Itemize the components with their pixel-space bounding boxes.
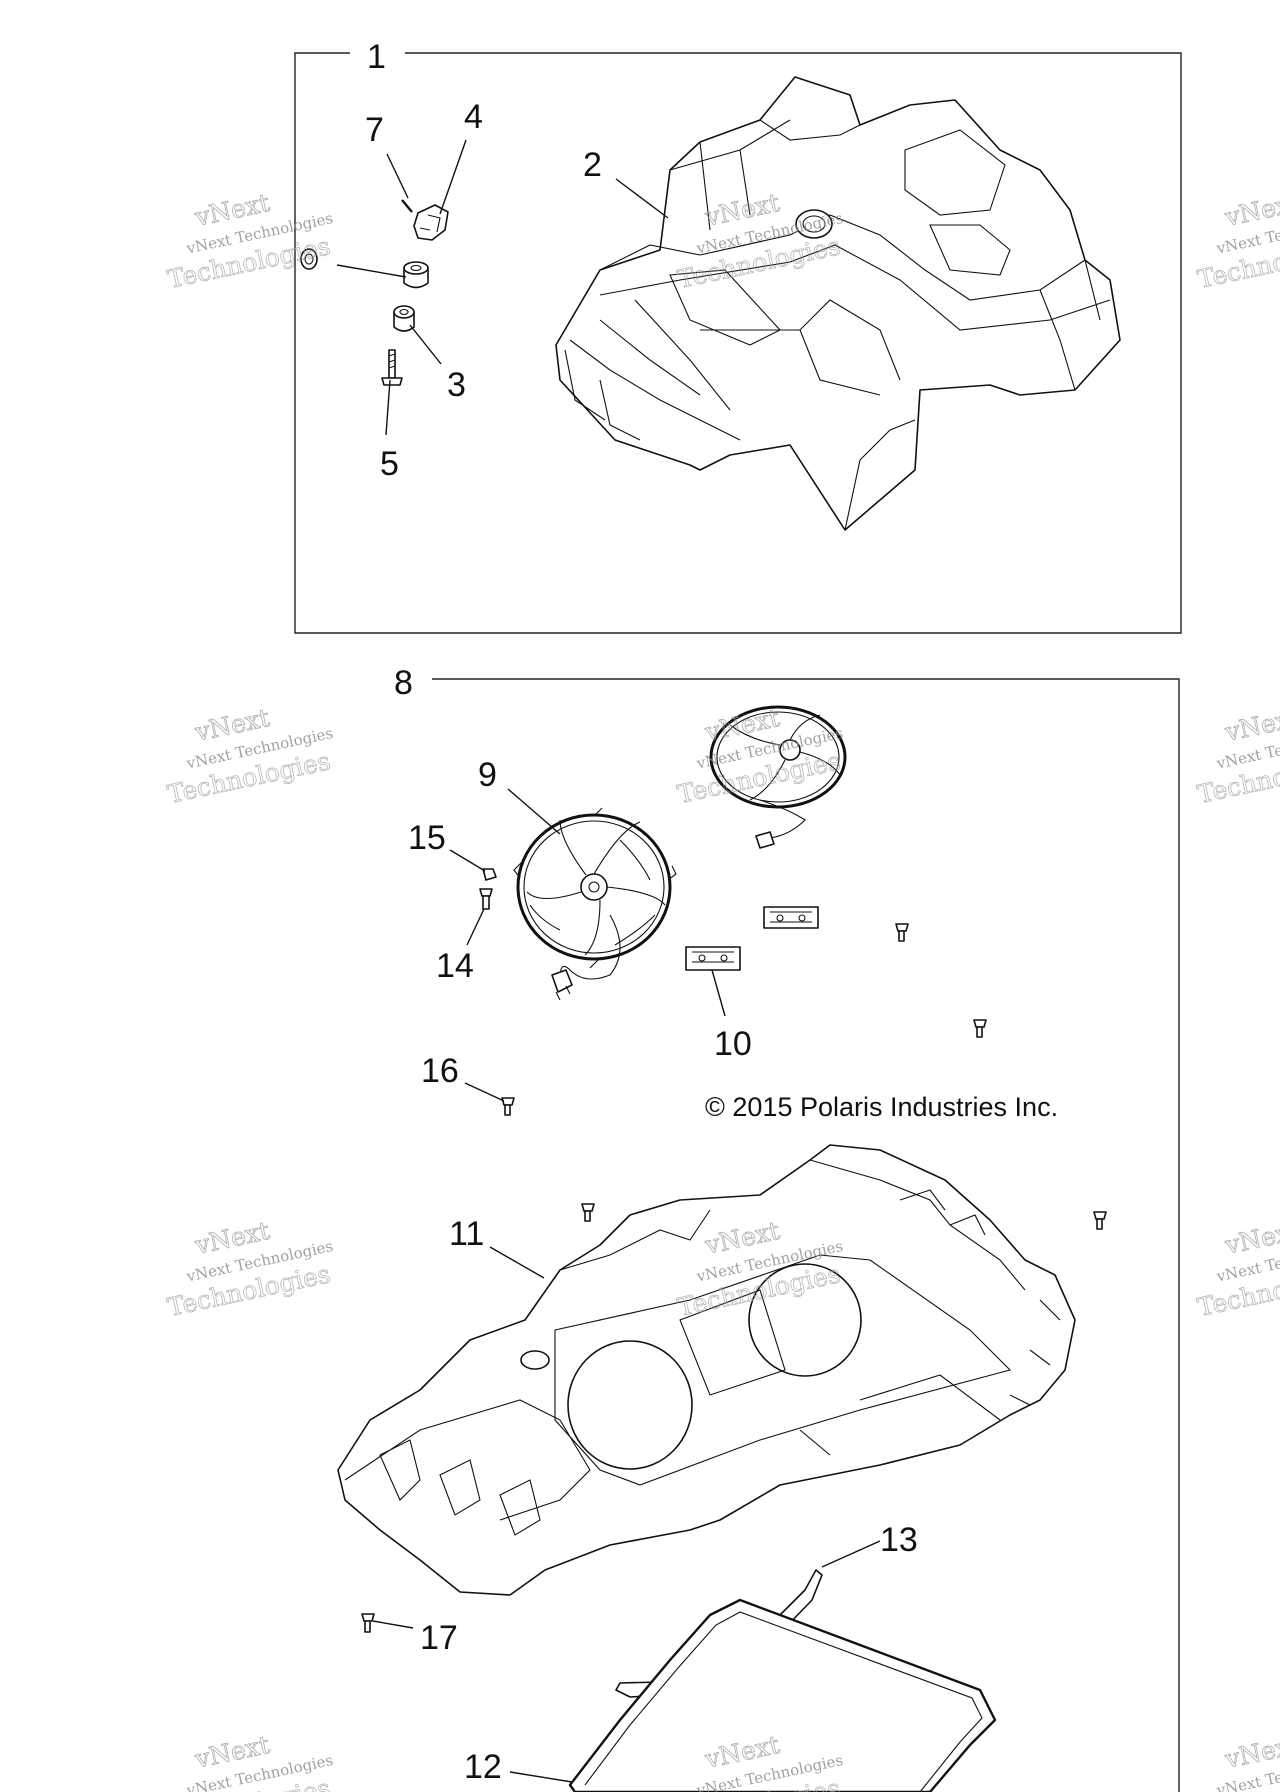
callout-9: 9 — [478, 756, 497, 794]
clip-lower-part — [685, 946, 741, 971]
watermark: vNext vNext Technologies Technologies — [165, 1216, 335, 1323]
grommet-upper-part — [403, 261, 429, 289]
fan-rear-part — [709, 705, 847, 849]
latch-part — [413, 204, 449, 241]
group-8-leaders — [372, 788, 881, 1783]
watermark: vNext vNext Technologies Technologies — [675, 703, 845, 810]
callout-2: 2 — [583, 146, 602, 184]
callout-7: 7 — [365, 111, 384, 149]
screw-16-part — [501, 1097, 515, 1116]
rear-fender-part — [337, 1144, 1076, 1596]
front-hood-part — [555, 76, 1121, 531]
watermark: vNext vNext Technologies Technologies — [165, 188, 335, 295]
group-8-frame: 8 — [377, 664, 1180, 1792]
callout-15: 15 — [408, 819, 446, 857]
grommet-lower-part — [393, 305, 415, 332]
watermark: vNext vNext Technologies Technologies — [165, 703, 335, 810]
nut-15-part — [482, 868, 497, 881]
screw-14-part — [479, 888, 493, 910]
bolt-part — [381, 349, 403, 386]
watermark: vNext vNext Technologies Technologies — [1195, 1216, 1280, 1323]
callout-8: 8 — [394, 664, 413, 702]
svg-text:vNext: vNext — [1222, 1730, 1280, 1774]
o-ring-part — [300, 248, 318, 270]
screw-part — [581, 1203, 595, 1222]
callout-13: 13 — [880, 1521, 918, 1559]
watermark: vNext vNext Technologies Technologies — [1195, 1730, 1280, 1792]
pin-part — [401, 199, 413, 213]
screw-part — [973, 1019, 987, 1038]
screw-part — [1093, 1211, 1107, 1230]
callout-5: 5 — [380, 445, 399, 483]
callout-12: 12 — [464, 1748, 502, 1786]
callout-17: 17 — [420, 1619, 458, 1657]
callout-4: 4 — [464, 98, 483, 136]
screw-part — [895, 923, 909, 942]
svg-text:vNext: vNext — [1222, 703, 1280, 747]
callout-10: 10 — [714, 1025, 752, 1063]
group-1-leaders — [336, 139, 669, 436]
watermark: vNext vNext Technologies Technologies — [1195, 703, 1280, 810]
watermark: vNext vNext Technologies Technologies — [1195, 188, 1280, 295]
svg-text:vNext: vNext — [1222, 188, 1280, 232]
svg-text:vNext: vNext — [1222, 1216, 1280, 1260]
copyright-notice: © 2015 Polaris Industries Inc. — [705, 1092, 1058, 1122]
watermark: vNext vNext Technologies Technologies — [165, 1730, 335, 1792]
fan-front-part — [513, 807, 677, 1001]
callout-11: 11 — [449, 1215, 484, 1253]
callout-14: 14 — [436, 947, 474, 985]
clip-upper-part — [763, 906, 819, 929]
callout-16: 16 — [421, 1052, 459, 1090]
callout-1: 1 — [367, 38, 386, 76]
screw-17-part — [361, 1613, 375, 1633]
group-1-frame: 1 — [294, 38, 1182, 634]
callout-3: 3 — [447, 366, 466, 404]
gasket-part — [568, 1598, 997, 1792]
